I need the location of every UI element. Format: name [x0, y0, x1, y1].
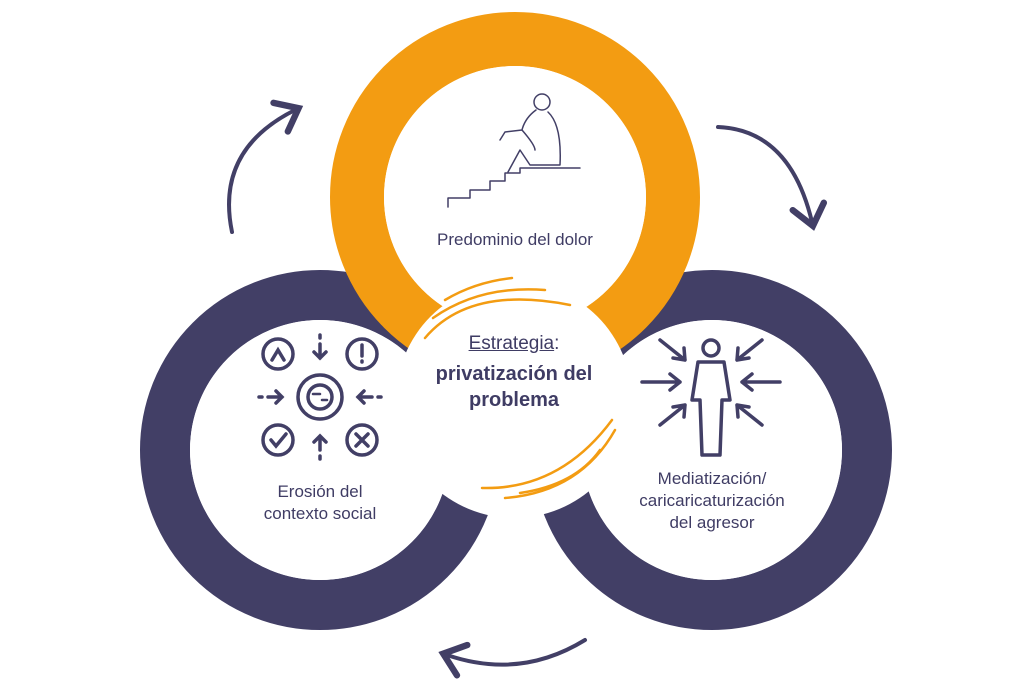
arrow-top-left-icon [227, 99, 304, 234]
center-colon: : [554, 333, 560, 354]
arrow-top-right-icon [716, 125, 828, 231]
top-label: Predominio del dolor [437, 230, 593, 249]
arrow-bottom-icon [438, 638, 587, 679]
person-under-pressure-icon [640, 338, 782, 457]
swoosh-decoration [423, 276, 617, 500]
center-line2: problema [468, 389, 560, 411]
left-label-line2: contexto social [263, 504, 377, 523]
center-label: Estrategia: privatización del problema [414, 333, 614, 413]
right-label-line2: caricaricaturización [639, 491, 785, 510]
gear-with-arrows-icon [257, 333, 383, 461]
person-sitting-on-stairs-icon [447, 93, 581, 208]
right-label-line1: Mediatización/ [657, 469, 767, 488]
center-line1: privatización del [435, 363, 593, 385]
right-label-line3: del agresor [669, 513, 755, 532]
center-title: Estrategia [468, 333, 555, 354]
left-label: Erosión del contexto social [220, 481, 420, 525]
left-label-line1: Erosión del [277, 482, 363, 501]
right-label: Mediatización/ caricaricaturización del … [600, 468, 824, 534]
cycle-arrows [227, 99, 828, 679]
